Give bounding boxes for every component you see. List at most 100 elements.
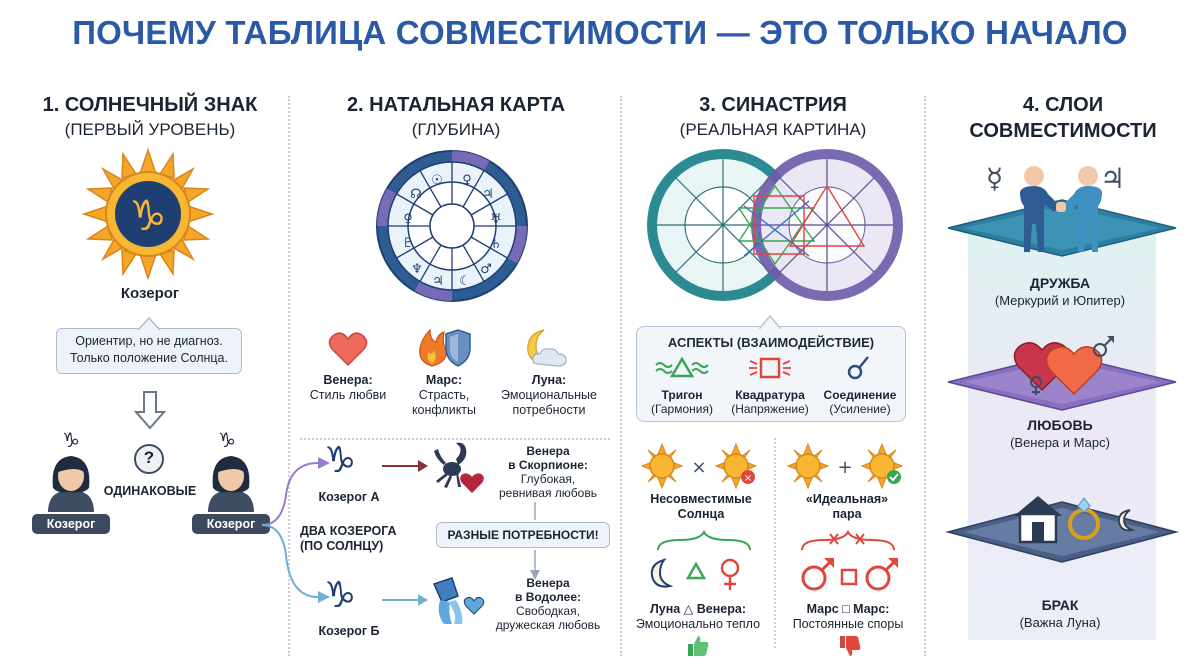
- venus-aqua-2: в Водолее:: [514, 590, 581, 604]
- conj-text: Соединение: [823, 388, 897, 402]
- square-icon: [749, 357, 791, 379]
- conjunction-icon: [847, 356, 869, 380]
- question-icon: [134, 444, 164, 474]
- svg-text:♇: ♇: [402, 236, 414, 251]
- venus-aqua-text: Венера в Водолее: Свободкая, дружеская л…: [484, 576, 612, 632]
- scorpion-heart-icon: [434, 442, 484, 493]
- marriage-sub: (Важна Луна): [1019, 615, 1101, 630]
- col4-heading-2: СОВМЕСТИМОСТИ: [969, 120, 1157, 142]
- moon-venus-1: Луна △ Венера:: [649, 602, 746, 616]
- page-title: ПОЧЕМУ ТАБЛИЦА СОВМЕСТИМОСТИ — ЭТО ТОЛЬК…: [72, 14, 1128, 51]
- mercury-icon: ☿: [986, 162, 1004, 195]
- person-right-chip: Козерог: [192, 514, 270, 534]
- venus-scorpio-4: ревнивая любовь: [499, 486, 597, 500]
- green-bracket: [657, 529, 751, 551]
- friendship-label: ДРУЖБА: [1029, 275, 1091, 291]
- conj-sub: (Усиление): [829, 402, 891, 416]
- svg-text:+: +: [837, 457, 852, 478]
- person-right-icon: [208, 456, 254, 512]
- aspects-title: АСПЕКТЫ (ВЗАИМОДЕЙСТВИЕ): [667, 335, 875, 350]
- svg-text:♄: ♄: [490, 237, 502, 252]
- hearts-icon: [1013, 336, 1114, 396]
- incompatible-suns-icon: × ×: [640, 442, 758, 490]
- different-needs-badge: РАЗНЫЕ ПОТРЕБНОСТИ!: [436, 522, 610, 548]
- note-line2: Только положение Солнца.: [70, 351, 228, 365]
- capricorn-a-glyph: ♑: [324, 440, 357, 481]
- incompat-label: Несовместимые Солнца: [640, 492, 762, 522]
- capricorn-a-label: Козерог А: [318, 490, 380, 504]
- person-left-icon: [48, 456, 94, 512]
- divider: [924, 96, 926, 656]
- note-line1: Ориентир, но не диагноз.: [75, 334, 223, 348]
- square-text: Квадратура: [735, 388, 805, 402]
- mars-mars-1: Марс □ Марс:: [806, 602, 890, 616]
- venus-label: Венера: Стиль любви: [300, 373, 396, 403]
- col1-heading: 1. СОЛНЕЧНЫЙ ЗНАК: [42, 94, 258, 116]
- venus-scorpio-2: в Скорпионе:: [508, 458, 588, 472]
- svg-text:×: ×: [744, 473, 752, 484]
- mars-square-mars-icon: [801, 558, 898, 591]
- moon-text1: Эмоциональные: [501, 388, 597, 402]
- arrow-right-b: [382, 594, 428, 606]
- divider: [620, 96, 622, 656]
- separator: [300, 438, 610, 440]
- jupiter-icon: ♃: [1100, 162, 1126, 195]
- ideal-1: «Идеальная»: [805, 492, 889, 506]
- house-ring-moon-icon: [1014, 496, 1136, 544]
- venus-aqua-1: Венера: [526, 576, 570, 590]
- mars-title: Марс:: [425, 373, 463, 387]
- venus-scorpio-1: Венера: [526, 444, 570, 458]
- same-label: ОДИНАКОВЫЕ: [103, 484, 197, 498]
- marriage-label: БРАК: [1041, 597, 1079, 613]
- moon-trine-venus-icon: [650, 558, 740, 590]
- svg-text:♂: ♂: [480, 262, 492, 277]
- divider: [774, 438, 776, 648]
- down-arrow-icon: [133, 391, 167, 430]
- col4-heading: 4. СЛОИ СОВМЕСТИМОСТИ: [932, 92, 1194, 144]
- mars-text1: Страсть,: [418, 388, 470, 402]
- col1-subheading: (ПЕРВЫЙ УРОВЕНЬ): [64, 120, 236, 139]
- trine-text: Тригон: [661, 388, 703, 402]
- capricorn-b-label: Козерог Б: [318, 624, 380, 638]
- aspects-pointer: [758, 314, 782, 330]
- divider: [288, 96, 290, 656]
- svg-text:♃: ♃: [482, 187, 494, 202]
- conj-label: Соединение (Усиление): [816, 388, 904, 416]
- col3-heading: 3. СИНАСТРИЯ: [699, 94, 847, 116]
- incompat-1: Несовместимые: [650, 492, 752, 506]
- trine-sub: (Гармония): [651, 402, 713, 416]
- arrow-right-a: [382, 460, 428, 472]
- question-mark: ?: [143, 448, 155, 467]
- thumbs-up-icon: [688, 636, 709, 656]
- mars-text2: конфликты: [411, 403, 477, 417]
- love-label: ЛЮБОВЬ: [1027, 417, 1093, 433]
- capricorn-glyph-left: ♑: [62, 428, 80, 452]
- fire-shield-icon: [419, 328, 471, 367]
- vertical-line-needs: [530, 502, 540, 580]
- svg-text:☾: ☾: [459, 274, 471, 289]
- trine-icon: [655, 356, 709, 378]
- branch-arrows: [261, 457, 330, 603]
- trine-label: Тригон (Гармония): [640, 388, 724, 416]
- capricorn-glyph-right: ♑: [218, 428, 236, 452]
- svg-text:♅: ♅: [490, 212, 502, 227]
- venus-title: Венера:: [323, 373, 373, 387]
- col4-heading-1: 4. СЛОИ: [1022, 94, 1104, 116]
- venus-aqua-3: Свободкая,: [516, 604, 580, 618]
- note-bubble: Ориентир, но не диагноз. Только положени…: [56, 328, 242, 374]
- two-caps-label: ДВА КОЗЕРОГА (ПО СОЛНЦУ): [300, 524, 416, 554]
- ideal-label: «Идеальная» пара: [786, 492, 908, 522]
- natal-chart-wheel: ☉♀ ♃♅ ♄♂ ☾♃ ♆♇ ♀☊: [376, 150, 528, 302]
- mars-mars-2: Постоянные споры: [792, 617, 904, 631]
- moon-cloud-icon: [527, 329, 567, 367]
- moon-title: Луна:: [531, 373, 567, 387]
- svg-text:♀: ♀: [403, 212, 413, 227]
- svg-text:☊: ☊: [410, 187, 422, 202]
- red-bracket: [801, 529, 895, 551]
- mars-mars-label: Марс □ Марс: Постоянные споры: [780, 602, 916, 632]
- two-caps-2: (ПО СОЛНЦУ): [300, 539, 384, 553]
- col2-subheading: (ГЛУБИНА): [411, 120, 501, 139]
- venus-text: Стиль любви: [309, 388, 387, 402]
- venus-aqua-4: дружеская любовь: [495, 618, 601, 632]
- two-caps-1: ДВА КОЗЕРОГА: [300, 524, 397, 538]
